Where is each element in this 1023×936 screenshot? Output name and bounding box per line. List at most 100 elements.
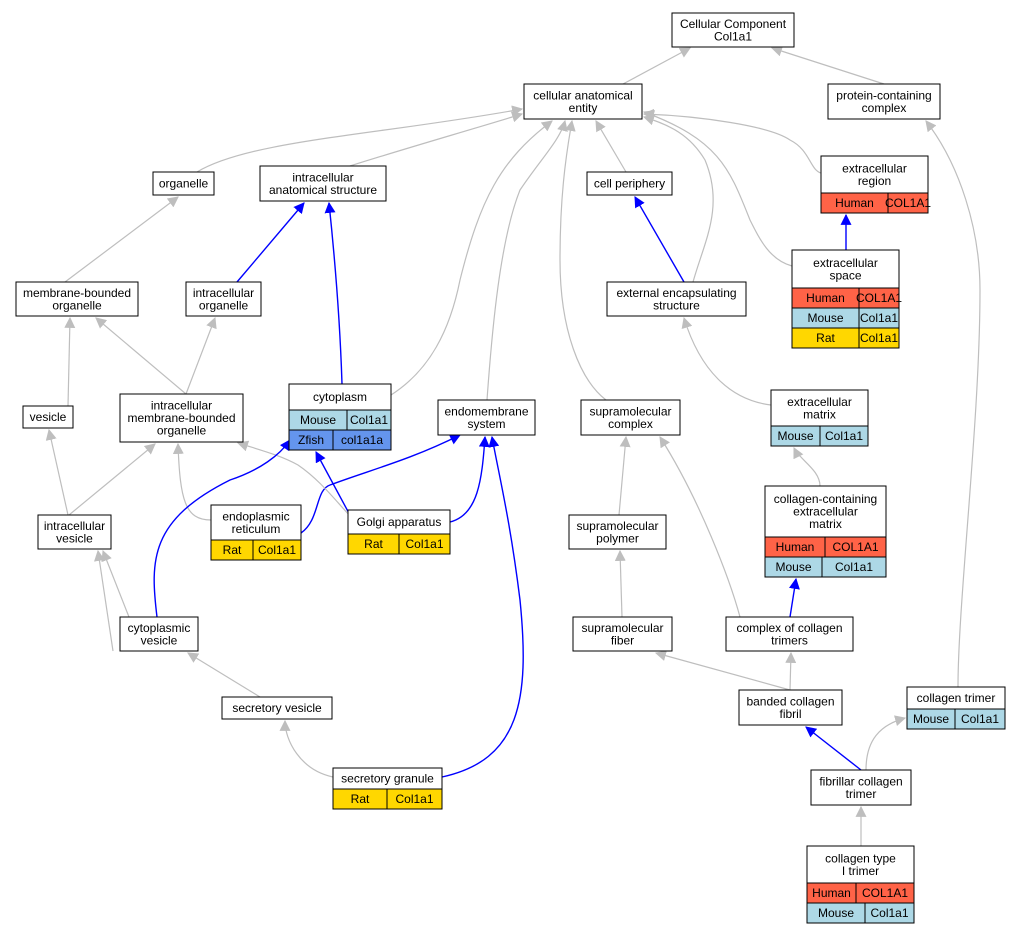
species-name: Human	[812, 886, 851, 900]
node-label-line: supramolecular	[576, 519, 658, 533]
node-label-line: Golgi apparatus	[357, 515, 442, 529]
is-a-edge-20	[559, 119, 607, 401]
is-a-edge-26	[236, 440, 352, 518]
gene-symbol: Col1a1	[870, 906, 908, 920]
node-box	[568, 514, 667, 550]
gene-symbol: COL1A1	[856, 291, 902, 305]
species-row	[210, 539, 302, 561]
node-label-line: fibril	[779, 707, 801, 721]
node-box	[152, 171, 215, 196]
node-label-line: secretory vesicle	[232, 701, 322, 715]
node-label-line: vesicle	[56, 531, 93, 545]
is-a-edge-36	[614, 549, 626, 618]
species-row	[820, 192, 929, 214]
node-box	[119, 393, 244, 443]
node-box	[572, 616, 673, 652]
node-label-line: extracellular	[793, 505, 858, 519]
is-a-edge-31	[793, 447, 821, 487]
node-label-line: trimers	[771, 633, 808, 647]
node-box	[810, 769, 912, 806]
node-label-line: complex	[608, 417, 653, 431]
gene-symbol: Col1a1	[258, 543, 296, 557]
node-label-line: endoplasmic	[222, 509, 289, 523]
is-a-edge-43	[865, 715, 907, 771]
gene-symbol: Col1a1	[825, 429, 863, 443]
is-a-edge-2	[196, 105, 524, 173]
is-a-edge-39	[187, 652, 261, 698]
node-sv[interactable]: secretory vesicle	[221, 696, 333, 720]
node-label-line: extracellular	[842, 161, 907, 175]
is-a-edge-4	[595, 120, 627, 173]
is-a-edge-1	[770, 45, 885, 85]
is-a-edge-7	[64, 196, 179, 283]
node-box	[37, 514, 112, 550]
part-of-edge-27	[315, 451, 352, 518]
is-a-edge-3	[349, 111, 524, 167]
is-a-edge-40	[654, 650, 791, 691]
is-a-edge-22	[45, 428, 69, 516]
node-label-line: fibrillar collagen	[819, 774, 902, 788]
node-label-line: polymer	[596, 531, 639, 545]
is-a-edge-13	[642, 110, 793, 267]
species-row	[791, 327, 900, 349]
is-a-edge-0	[622, 47, 691, 85]
species-row	[764, 556, 887, 578]
node-ccem[interactable]: collagen-containingextracellularmatrixHu…	[764, 485, 887, 578]
is-a-edge-32	[94, 549, 114, 652]
gene-symbol: Col1a1	[835, 560, 873, 574]
gene-symbol: col1a1a	[341, 433, 383, 447]
node-label-line: region	[858, 174, 891, 188]
node-box	[738, 689, 843, 726]
gene-symbol: COL1A1	[832, 540, 878, 554]
node-box	[15, 281, 139, 317]
is-a-edge-38	[659, 436, 741, 618]
node-cp[interactable]: cell periphery	[586, 171, 673, 196]
gene-symbol: Col1a1	[395, 792, 433, 806]
node-ves[interactable]: vesicle	[22, 405, 74, 429]
is-a-edge-19	[486, 119, 568, 401]
node-label-line: external encapsulating	[616, 286, 736, 300]
node-label-line: membrane-bounded	[23, 286, 131, 300]
species-row	[806, 902, 915, 924]
is-a-edge-23	[68, 443, 156, 516]
node-box	[221, 696, 333, 720]
part-of-edge-10	[634, 196, 685, 283]
node-label-line: supramolecular	[581, 621, 663, 635]
gene-symbol: Col1a1	[860, 331, 898, 345]
is-a-edge-30	[618, 435, 631, 516]
node-label-line: structure	[653, 298, 700, 312]
node-label-line: intracellular	[292, 170, 353, 184]
species-name: Rat	[364, 537, 383, 551]
node-label-line: entity	[569, 101, 598, 115]
part-of-edge-9	[236, 202, 305, 283]
node-org[interactable]: organelle	[152, 171, 215, 196]
node-label-line: organelle	[159, 177, 209, 191]
species-name: Zfish	[298, 433, 324, 447]
